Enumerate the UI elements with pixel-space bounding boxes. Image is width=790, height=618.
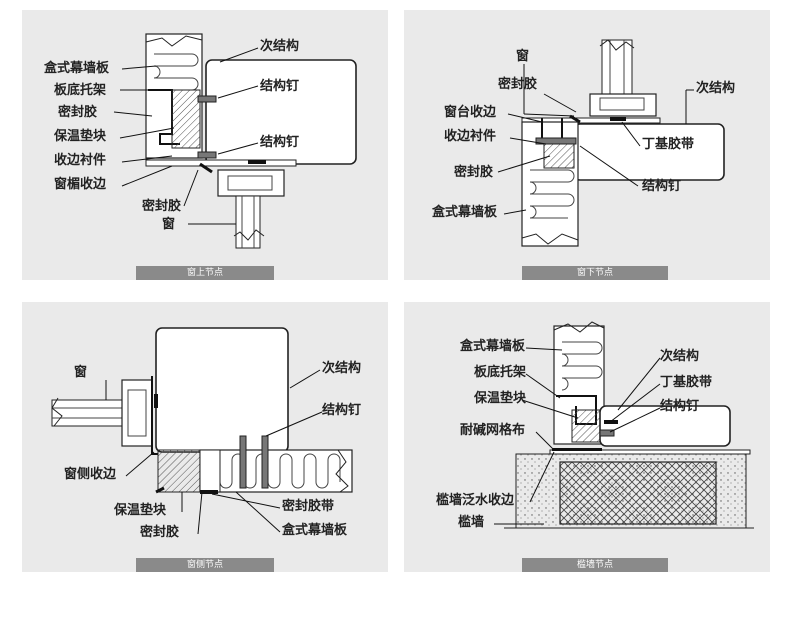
label-panel-bottom-bracket: 板底托架 — [54, 83, 107, 98]
label-trim-liner: 收边衬件 — [54, 153, 107, 168]
caption-window-top-node: 窗上节点 — [136, 266, 274, 280]
label-secondary-structure: 次结构 — [260, 39, 300, 54]
label-window: 窗 — [74, 365, 88, 380]
label-sealant-2: 密封胶 — [142, 199, 182, 214]
label-insulation-pad: 保温垫块 — [474, 391, 527, 406]
label-sealing-tape: 密封胶带 — [282, 499, 335, 514]
label-box-curtain-panel: 盒式幕墙板 — [44, 61, 110, 76]
label-structural-nail: 结构钉 — [322, 403, 362, 418]
window-top-drawing — [113, 33, 357, 249]
label-sealant: 密封胶 — [498, 77, 538, 92]
label-secondary-structure: 次结构 — [322, 361, 362, 376]
label-insulation-pad: 保温垫块 — [114, 503, 167, 518]
label-secondary-structure: 次结构 — [696, 81, 736, 96]
label-trim-liner: 收边衬件 — [444, 129, 497, 144]
panel-window-top-node: 次结构 盒式幕墙板 板底托架 结构钉 密封胶 保温垫块 结构钉 收边衬件 窗楣收… — [22, 10, 388, 280]
label-sealant: 密封胶 — [140, 525, 180, 540]
label-box-curtain-panel: 盒式幕墙板 — [460, 339, 526, 354]
label-box-curtain-panel: 盒式幕墙板 — [282, 523, 348, 538]
caption-window-side-node: 窗侧节点 — [136, 558, 274, 572]
label-sealant: 密封胶 — [58, 105, 98, 120]
label-box-curtain-panel: 盒式幕墙板 — [432, 205, 498, 220]
label-structural-nail: 结构钉 — [260, 79, 300, 94]
label-insulation-pad: 保温垫块 — [54, 129, 107, 144]
window-side-drawing — [51, 327, 353, 535]
label-butyl-tape: 丁基胶带 — [660, 375, 713, 390]
panel-window-bottom-node: 窗 密封胶 次结构 窗台收边 收边衬件 丁基胶带 密封胶 结构钉 盒式幕墙板 窗… — [404, 10, 770, 280]
label-window-head-trim: 窗楣收边 — [54, 177, 107, 192]
label-alkali-resistant-mesh: 耐碱网格布 — [460, 423, 526, 438]
label-sealant-2: 密封胶 — [454, 165, 494, 180]
label-secondary-structure: 次结构 — [660, 349, 700, 364]
panel-sill-wall-node: 盒式幕墙板 次结构 板底托架 丁基胶带 保温垫块 结构钉 耐碱网格布 槛墙泛水收… — [404, 302, 770, 572]
label-window-sill-trim: 窗台收边 — [444, 105, 497, 120]
label-panel-bottom-bracket: 板底托架 — [474, 365, 527, 380]
label-butyl-tape: 丁基胶带 — [642, 137, 695, 152]
label-structural-nail: 结构钉 — [642, 179, 682, 194]
panel-window-side-node: 窗 次结构 结构钉 窗侧收边 保温垫块 密封胶带 密封胶 盒式幕墙板 窗侧节点 — [22, 302, 388, 572]
caption-window-bottom-node: 窗下节点 — [522, 266, 668, 280]
label-window: 窗 — [162, 217, 176, 232]
window-bottom-drawing — [497, 39, 725, 247]
label-sill-wall: 槛墙 — [458, 515, 485, 530]
sill-wall-drawing — [494, 321, 754, 529]
label-structural-nail-2: 结构钉 — [260, 135, 300, 150]
label-sill-wall-flashing: 槛墙泛水收边 — [436, 493, 515, 508]
label-window-side-trim: 窗侧收边 — [64, 467, 117, 482]
caption-sill-wall-node: 槛墙节点 — [522, 558, 668, 572]
label-structural-nail: 结构钉 — [660, 399, 700, 414]
label-window: 窗 — [516, 49, 530, 64]
